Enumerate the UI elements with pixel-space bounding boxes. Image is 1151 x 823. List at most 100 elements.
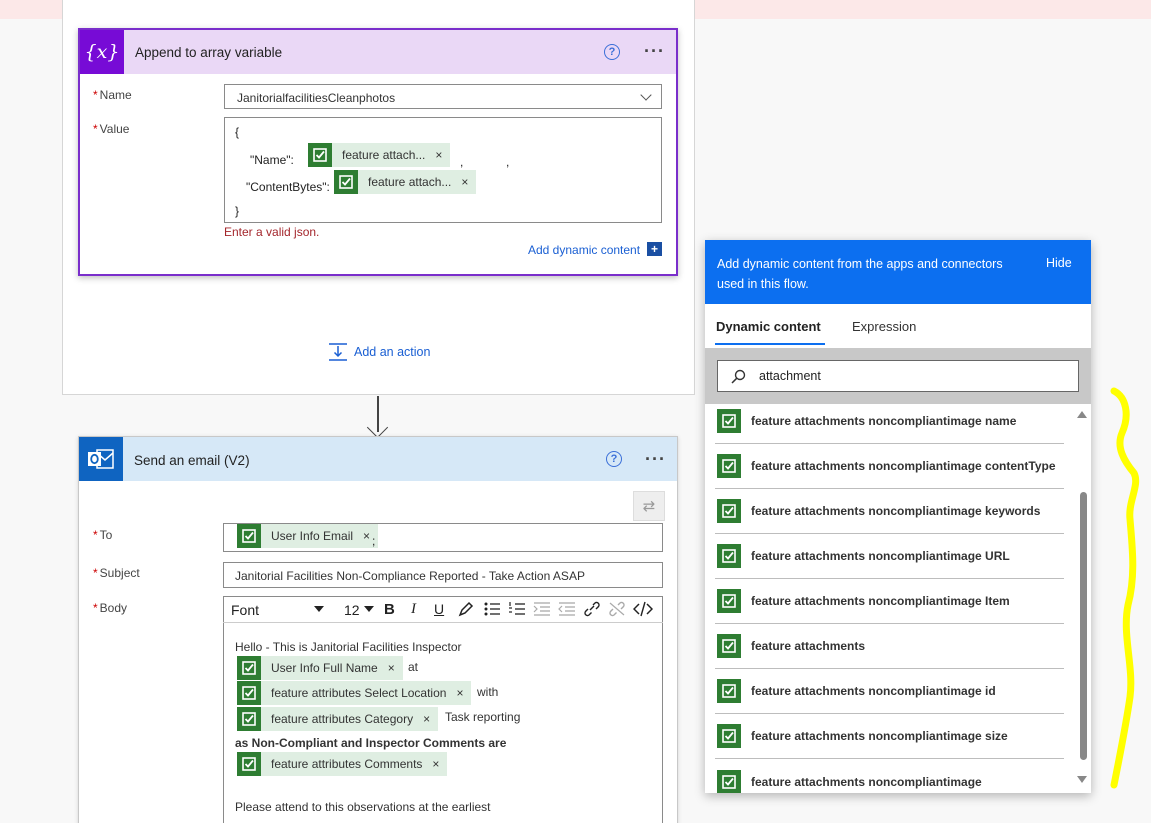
add-action-icon	[329, 343, 347, 361]
dynamic-token[interactable]: feature attach... ×	[308, 143, 451, 167]
dynamic-token[interactable]: feature attributes Select Location ×	[237, 681, 472, 705]
swap-icon[interactable]: ⇄	[633, 491, 665, 521]
forms-icon	[237, 681, 261, 705]
list-item[interactable]: feature attachments noncompliantimage co…	[715, 444, 1064, 489]
forms-icon	[717, 634, 741, 658]
bold-button[interactable]: B	[384, 601, 395, 618]
json-name-key: "Name":	[250, 153, 294, 167]
remove-token-icon[interactable]: ×	[456, 686, 464, 700]
yellow-annotation-mark	[1110, 387, 1140, 789]
list-item[interactable]: feature attachments noncompliantimage UR…	[715, 534, 1064, 579]
append-card-header[interactable]: {x} Append to array variable ? ···	[80, 30, 676, 74]
list-item[interactable]: feature attachments noncompliantimage na…	[715, 399, 1064, 444]
indent-icon[interactable]	[533, 601, 551, 617]
more-options-icon[interactable]: ···	[645, 449, 666, 469]
email-card-title: Send an email (V2)	[134, 453, 250, 468]
forms-icon	[237, 524, 261, 548]
dynamic-token[interactable]: feature attributes Comments ×	[237, 752, 448, 776]
subject-label: *Subject	[93, 566, 140, 580]
body-bold-line: as Non-Compliant and Inspector Comments …	[235, 736, 507, 750]
json-open-brace: {	[235, 125, 240, 139]
name-dropdown-value: JanitorialfacilitiesCleanphotos	[237, 91, 396, 105]
help-icon[interactable]: ?	[604, 44, 620, 60]
email-card-header[interactable]: Send an email (V2) ? ···	[79, 437, 677, 481]
font-size-select[interactable]: 12	[344, 602, 360, 618]
json-contentbytes-key: "ContentBytes":	[246, 180, 330, 194]
list-item[interactable]: feature attachments noncompliantimage si…	[715, 714, 1064, 759]
json-close-brace: }	[235, 204, 240, 218]
subject-field[interactable]: Janitorial Facilities Non-Compliance Rep…	[223, 562, 663, 588]
body-text-task: Task reporting	[445, 710, 521, 724]
forms-icon	[308, 143, 332, 167]
forms-icon	[717, 724, 741, 748]
add-dynamic-content-link[interactable]: Add dynamic content	[528, 243, 641, 257]
hide-button[interactable]: Hide	[1046, 256, 1072, 270]
forms-icon	[237, 656, 261, 680]
dynamic-token[interactable]: User Info Full Name ×	[237, 656, 403, 680]
forms-icon	[717, 544, 741, 568]
search-icon	[731, 369, 746, 384]
dynamic-token[interactable]: feature attributes Category ×	[237, 707, 439, 731]
active-tab-indicator	[715, 343, 825, 345]
dynamic-panel-header: Add dynamic content from the apps and co…	[705, 240, 1091, 304]
forms-icon	[237, 752, 261, 776]
name-dropdown[interactable]: JanitorialfacilitiesCleanphotos	[224, 84, 662, 109]
search-value: attachment	[759, 369, 821, 383]
help-icon[interactable]: ?	[606, 451, 622, 467]
code-view-icon[interactable]	[633, 601, 653, 617]
to-label: *To	[93, 528, 113, 542]
body-greeting: Hello - This is Janitorial Facilities In…	[235, 640, 462, 654]
name-label: *Name	[93, 88, 132, 102]
link-icon[interactable]	[583, 601, 601, 617]
search-input[interactable]: attachment	[717, 360, 1079, 392]
forms-icon	[717, 499, 741, 523]
scrollbar-thumb[interactable]	[1080, 492, 1087, 760]
font-select[interactable]: Font	[231, 602, 260, 618]
json-error-message: Enter a valid json.	[224, 225, 320, 239]
scroll-down-arrow-icon[interactable]	[1077, 776, 1087, 783]
chevron-down-icon	[364, 606, 374, 612]
remove-token-icon[interactable]: ×	[387, 661, 395, 675]
forms-icon	[717, 679, 741, 703]
list-item[interactable]: feature attachments noncompliantimage id	[715, 669, 1064, 714]
more-options-icon[interactable]: ···	[644, 41, 665, 61]
append-card-title: Append to array variable	[135, 45, 283, 60]
dynamic-panel-description: Add dynamic content from the apps and co…	[717, 257, 1003, 291]
list-item[interactable]: feature attachments noncompliantimage	[715, 759, 1064, 793]
forms-icon	[717, 409, 741, 433]
subject-value: Janitorial Facilities Non-Compliance Rep…	[235, 569, 585, 583]
list-item[interactable]: feature attachments noncompliantimage It…	[715, 579, 1064, 624]
italic-button[interactable]: I	[411, 601, 416, 617]
numbered-list-icon[interactable]	[508, 601, 526, 617]
value-label: *Value	[93, 122, 130, 136]
remove-token-icon[interactable]: ×	[432, 757, 440, 771]
list-item[interactable]: feature attachments	[715, 624, 1064, 669]
remove-token-icon[interactable]: ×	[435, 148, 443, 162]
remove-token-icon[interactable]: ×	[363, 529, 371, 543]
add-dynamic-icon[interactable]: +	[647, 242, 662, 256]
to-separator: ;	[372, 534, 376, 548]
unlink-icon[interactable]	[608, 601, 626, 617]
remove-token-icon[interactable]: ×	[423, 712, 431, 726]
underline-button[interactable]: U	[434, 601, 445, 617]
highlight-icon[interactable]	[457, 601, 475, 617]
forms-icon	[334, 170, 358, 194]
tab-dynamic-content[interactable]: Dynamic content	[716, 319, 821, 334]
flow-connector	[377, 396, 379, 432]
variable-icon: {x}	[80, 30, 124, 74]
forms-icon	[717, 589, 741, 613]
tab-expression[interactable]: Expression	[852, 319, 917, 334]
list-item[interactable]: feature attachments noncompliantimage ke…	[715, 489, 1064, 534]
outdent-icon[interactable]	[558, 601, 576, 617]
dynamic-token[interactable]: feature attach... ×	[334, 170, 477, 194]
append-to-array-card: {x} Append to array variable ? ···	[78, 28, 678, 276]
bullet-list-icon[interactable]	[483, 601, 501, 617]
body-label: *Body	[93, 601, 128, 615]
scroll-up-arrow-icon[interactable]	[1077, 411, 1087, 418]
dynamic-content-panel: Add dynamic content from the apps and co…	[705, 240, 1091, 793]
body-text-at: at	[408, 660, 419, 674]
dynamic-token[interactable]: User Info Email ×	[237, 524, 379, 548]
remove-token-icon[interactable]: ×	[461, 175, 469, 189]
forms-icon	[717, 454, 741, 478]
add-an-action-button[interactable]: Add an action	[328, 342, 430, 362]
